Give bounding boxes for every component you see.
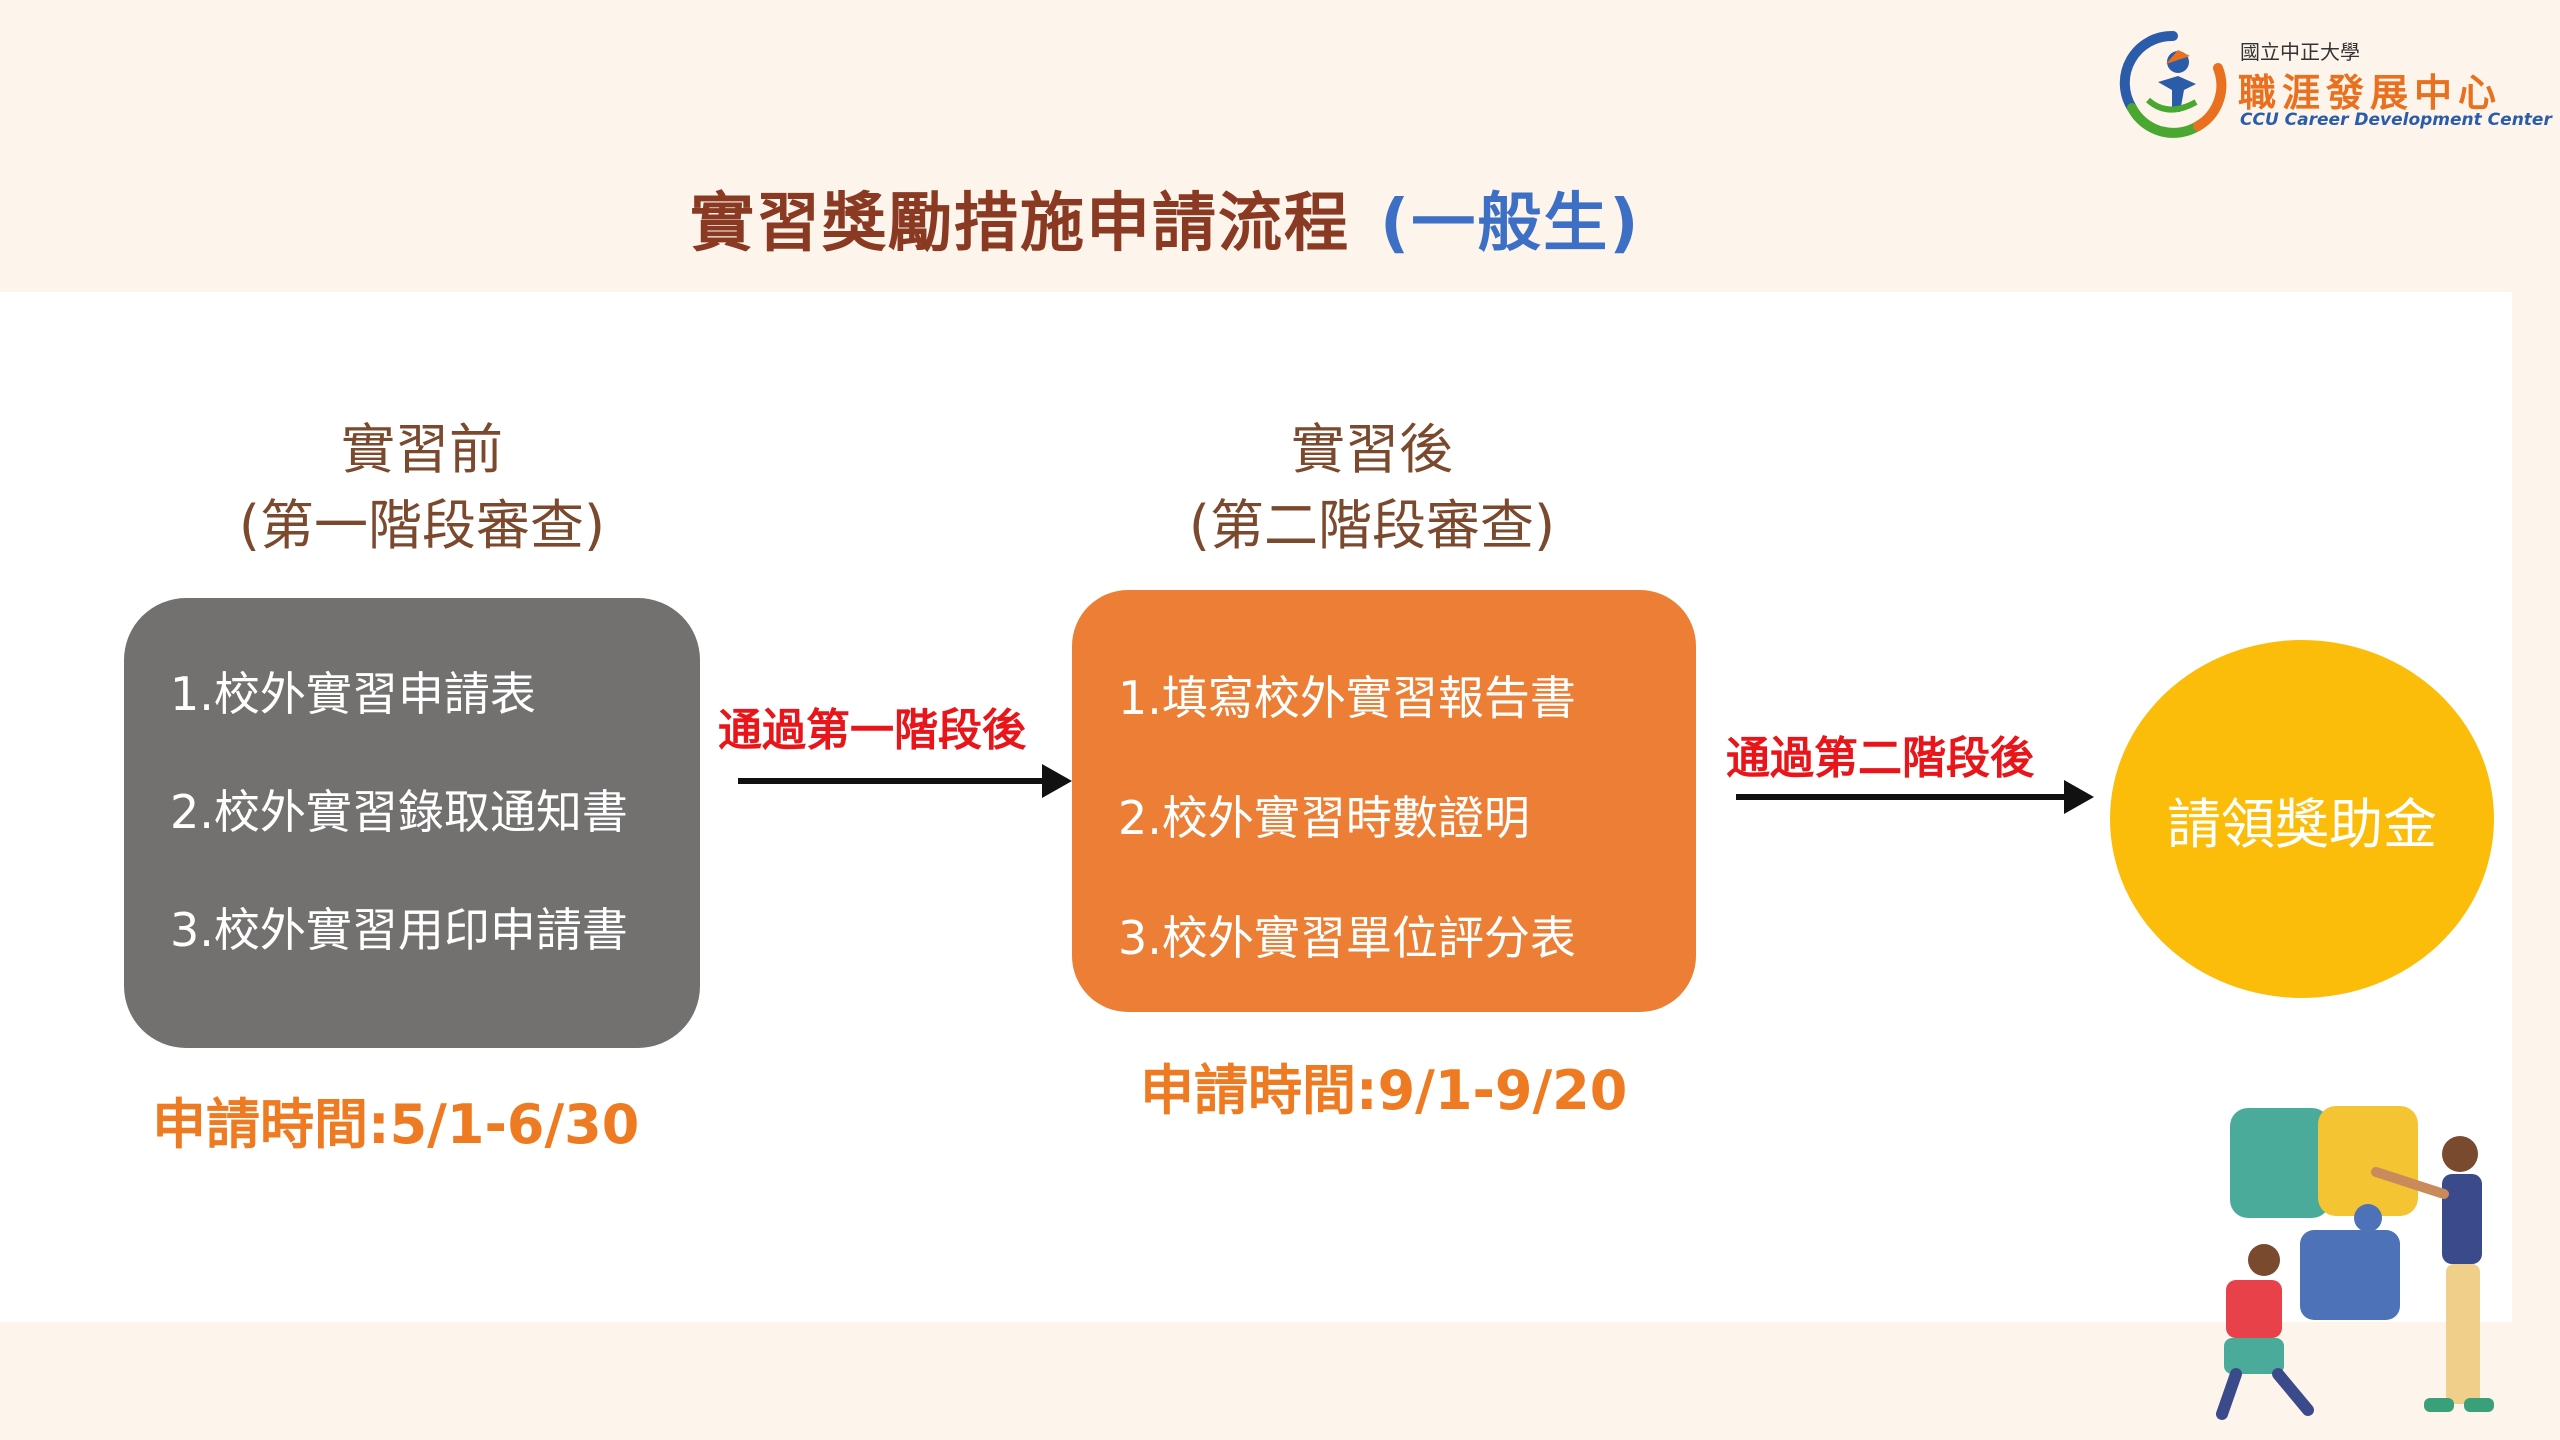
stage1-time: 申請時間:5/1-6/30 [152,1093,640,1156]
transition2-label: 通過第二階段後 [1726,733,2034,784]
stage1-header: 實習前 (第一階段審查) [142,412,702,564]
logo-line1: 國立中正大學 [2240,40,2360,64]
stage2-item: 1.填寫校外實習報告書 [1118,671,1576,725]
logo-emblem-icon [2119,30,2227,138]
final-step-label: 請領獎助金 [2167,792,2437,856]
stage2-time: 申請時間:9/1-9/20 [1140,1059,1628,1122]
page-title: 實習獎勵措施申請流程 (一般生) [690,172,1641,264]
logo-line2: 職涯發展中心 [2238,71,2503,115]
logo-line3: CCU Career Development Center [2240,110,2552,130]
final-step-circle: 請領獎助金 [2110,640,2494,998]
title-main: 實習獎勵措施申請流程 [690,187,1350,261]
stage1-subheading: (第一階段審查) [238,494,606,557]
stage1-heading: 實習前 [341,418,503,481]
stage2-box: 1.填寫校外實習報告書 2.校外實習時數證明 3.校外實習單位評分表 [1072,590,1696,1012]
stage1-item: 3.校外實習用印申請書 [170,903,628,957]
title-sub: (一般生) [1380,187,1641,261]
arrow-1-icon [738,764,1072,798]
ccu-career-logo: 國立中正大學 職涯發展中心 CCU Career Development Cen… [2118,28,2552,138]
stage2-header: 實習後 (第二階段審查) [1092,412,1652,564]
stage2-item: 2.校外實習時數證明 [1118,791,1530,845]
stage1-item: 2.校外實習錄取通知書 [170,785,628,839]
arrow-2-icon [1736,780,2094,814]
puzzle-people-illustration-icon [2216,1106,2494,1420]
stage2-heading: 實習後 [1291,418,1453,481]
stage2-subheading: (第二階段審查) [1188,494,1556,557]
stage1-item: 1.校外實習申請表 [170,667,536,721]
stage2-item: 3.校外實習單位評分表 [1118,911,1576,965]
stage1-box: 1.校外實習申請表 2.校外實習錄取通知書 3.校外實習用印申請書 [124,598,700,1048]
transition1-label: 通過第一階段後 [718,705,1026,756]
